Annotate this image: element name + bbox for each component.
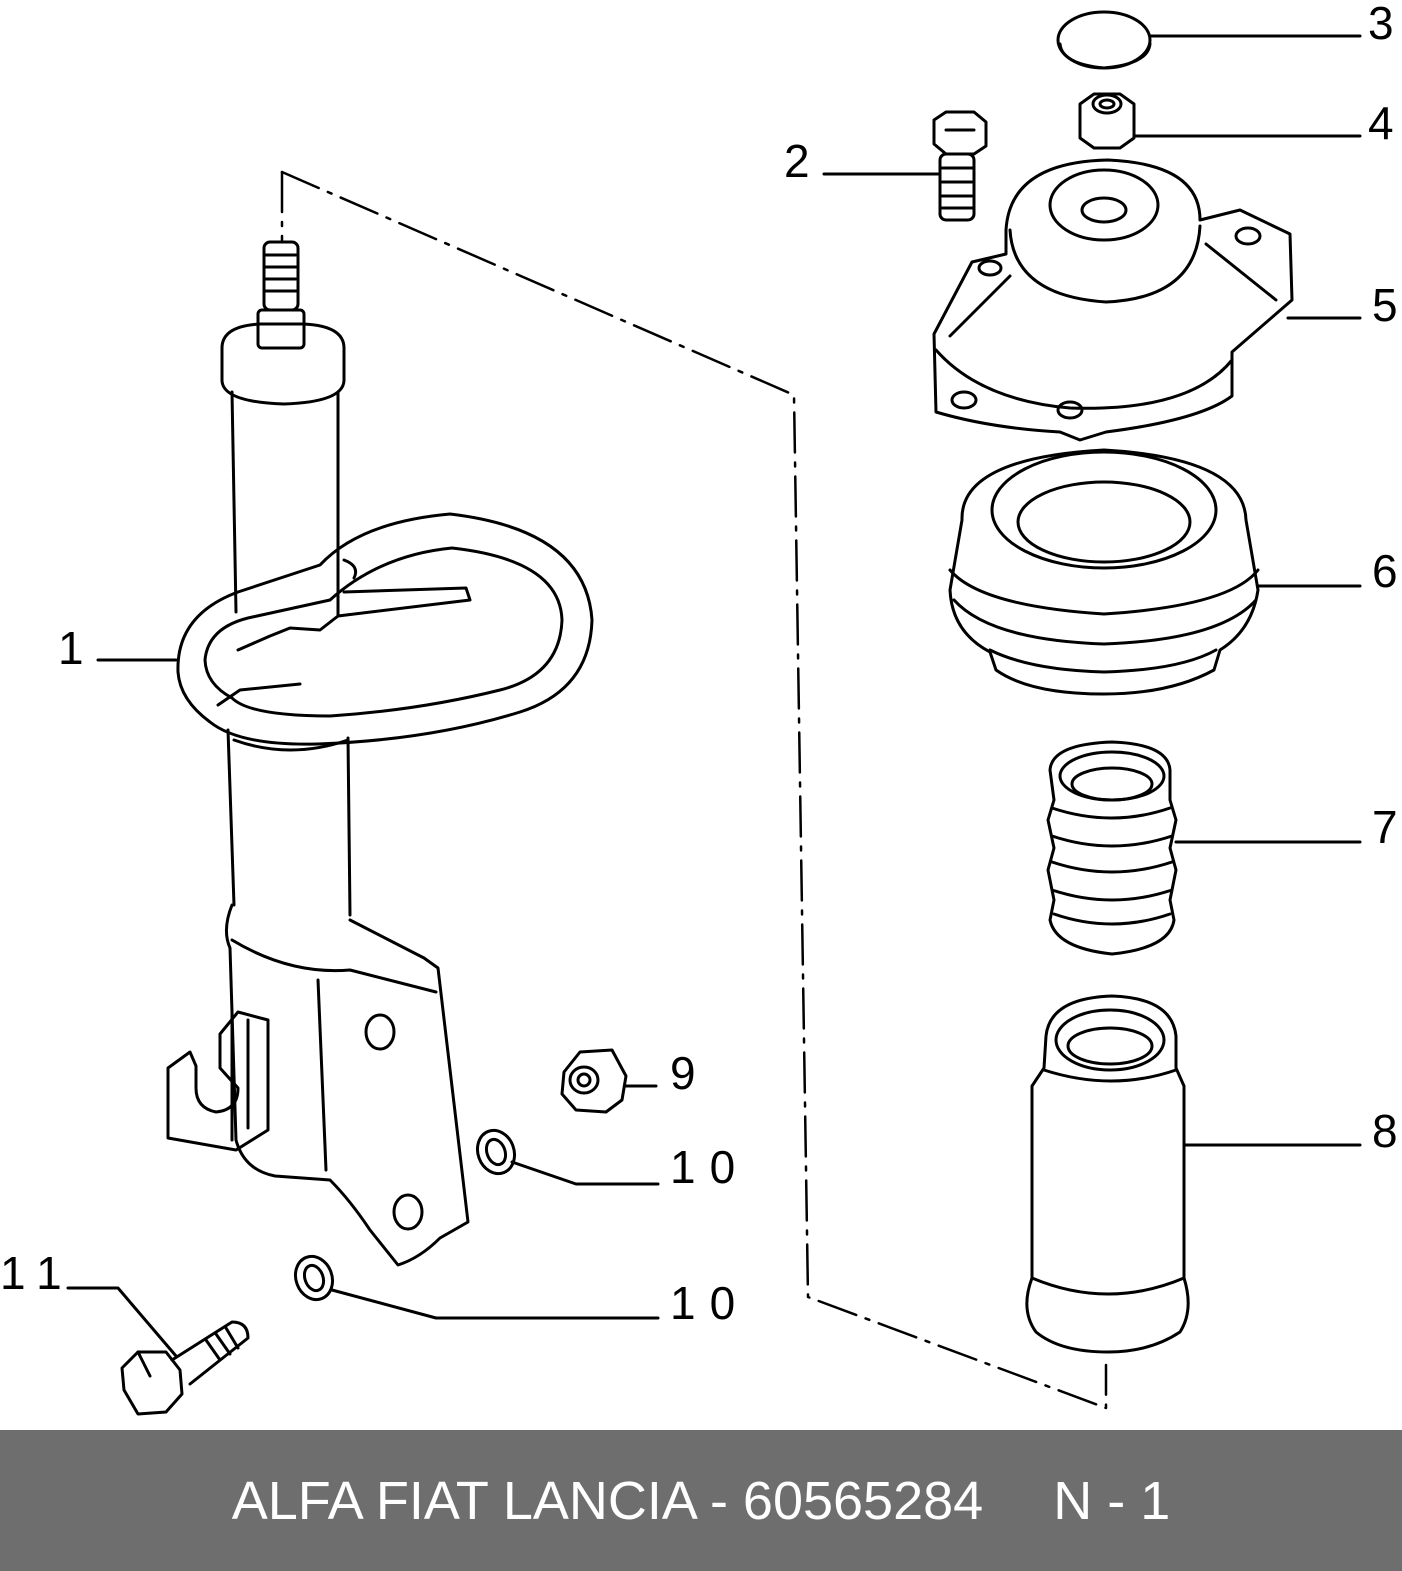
callout-1-text: 1 (58, 622, 84, 674)
callout-9: 9 (670, 1047, 696, 1099)
callout-11: 11 (0, 1247, 76, 1299)
leader-lines (66, 34, 1362, 1358)
callout-2: 2 (784, 135, 810, 187)
callout-10-upper: 10 (670, 1141, 750, 1193)
brand-part-number: ALFA FIAT LANCIA - 60565284 (231, 1470, 984, 1531)
callout-1: 1 (56, 622, 90, 674)
spring-seat-part-6 (948, 448, 1260, 696)
washer-part-10-lower (293, 1254, 335, 1302)
callout-4: 4 (1368, 97, 1394, 149)
callout-3: 3 (1368, 0, 1394, 49)
top-mount-part-5 (932, 158, 1294, 442)
callout-10-lower: 10 (670, 1277, 750, 1329)
nut-part-4 (1078, 92, 1136, 150)
hex-bolt-part-11 (120, 1320, 250, 1416)
callout-8: 8 (1372, 1105, 1398, 1157)
bolt-part-2 (932, 110, 988, 222)
exploded-parts-diagram (66, 10, 1362, 1416)
cap-part-3 (1056, 10, 1152, 70)
washer-part-10-upper (475, 1128, 517, 1176)
lock-nut-part-9 (560, 1048, 628, 1114)
callout-7: 7 (1372, 801, 1398, 853)
diagram-reference: N - 1 (1053, 1470, 1171, 1531)
assembly-outline (280, 170, 1108, 1410)
dust-boot-part-8 (1025, 994, 1190, 1354)
strut-assembly (166, 240, 594, 1267)
callout-5: 5 (1372, 279, 1398, 331)
bump-stop-part-7 (1046, 740, 1178, 956)
part-number-banner: ALFA FIAT LANCIA - 60565284 N - 1 (0, 1430, 1402, 1571)
callout-6: 6 (1372, 545, 1398, 597)
